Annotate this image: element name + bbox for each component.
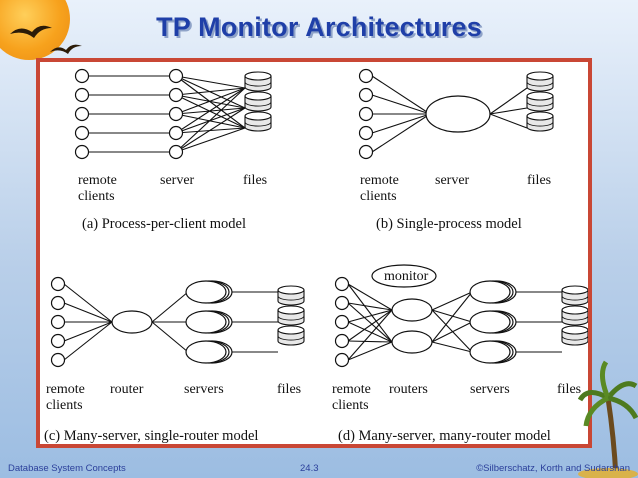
d-clients-label-2: clients (332, 398, 369, 413)
b-client (358, 106, 374, 122)
d-router-0 (391, 298, 433, 322)
b-client (358, 144, 374, 160)
d-routers-label: routers (389, 382, 428, 397)
c-caption: (c) Many-server, single-router model (44, 428, 258, 444)
a-server-0 (168, 68, 184, 84)
footer-page-number: 24.3 (300, 463, 319, 474)
c-file-3 (277, 325, 305, 346)
b-client (358, 87, 374, 103)
c-clients-label-1: remote (46, 382, 85, 397)
c-client (50, 333, 66, 349)
a-client-0 (74, 68, 90, 84)
architecture-diagrams: remote clients server files (a) Process-… (44, 68, 588, 444)
footer-copyright: ©Silberschatz, Korth and Sudarshan (476, 463, 630, 474)
c-server-1 (185, 310, 227, 334)
d-client (334, 314, 350, 330)
d-file-3 (561, 325, 588, 346)
b-file-2 (526, 91, 554, 112)
a-server-3 (168, 125, 184, 141)
c-client (50, 295, 66, 311)
c-client (50, 314, 66, 330)
d-server-0 (469, 280, 511, 304)
c-files-label: files (277, 382, 301, 397)
c-servers-label: servers (184, 382, 224, 397)
a-client-2 (74, 106, 90, 122)
d-monitor (371, 264, 437, 288)
a-server-1 (168, 87, 184, 103)
b-server (425, 95, 491, 133)
bird-icon (10, 25, 52, 38)
a-files-label: files (243, 173, 267, 188)
a-file-1 (244, 71, 272, 92)
c-router (111, 310, 153, 334)
d-clients-label-1: remote (332, 382, 371, 397)
b-clients-label-1: remote (360, 173, 399, 188)
a-caption: (a) Process-per-client model (82, 216, 246, 232)
c-file-1 (277, 285, 305, 306)
d-monitor-label: monitor (384, 269, 429, 284)
diagram-frame: remote clients server files (a) Process-… (36, 58, 592, 448)
b-file-3 (526, 111, 554, 132)
a-client-3 (74, 125, 90, 141)
c-clients-label-2: clients (46, 398, 83, 413)
a-clients-label-2: clients (78, 189, 115, 204)
c-client (50, 276, 66, 292)
a-server-label: server (160, 173, 195, 188)
c-server-2 (185, 340, 227, 364)
d-files-label: files (557, 382, 581, 397)
d-client (334, 295, 350, 311)
d-servers-label: servers (470, 382, 510, 397)
d-file-1 (561, 285, 588, 306)
c-router-label: router (110, 382, 144, 397)
b-client (358, 125, 374, 141)
d-server-2 (469, 340, 511, 364)
d-caption: (d) Many-server, many-router model (338, 428, 551, 444)
b-clients-label-2: clients (360, 189, 397, 204)
b-client (358, 68, 374, 84)
b-caption: (b) Single-process model (376, 216, 522, 232)
d-router-1 (391, 330, 433, 354)
d-server-1 (469, 310, 511, 334)
d-client (334, 333, 350, 349)
a-file-2 (244, 91, 272, 112)
b-file-1 (526, 71, 554, 92)
a-client-4 (74, 144, 90, 160)
c-server-0 (185, 280, 227, 304)
bird-icon (50, 44, 82, 54)
b-server-label: server (435, 173, 470, 188)
b-files-label: files (527, 173, 551, 188)
c-file-2 (277, 305, 305, 326)
d-file-2 (561, 305, 588, 326)
palm-tree-decoration (578, 360, 638, 478)
a-file-3 (244, 111, 272, 132)
a-clients-label-1: remote (78, 173, 117, 188)
d-client (334, 352, 350, 368)
footer-left: Database System Concepts (8, 463, 126, 474)
a-server-4 (168, 144, 184, 160)
a-server-2 (168, 106, 184, 122)
a-client-1 (74, 87, 90, 103)
d-client (334, 276, 350, 292)
c-client (50, 352, 66, 368)
slide-title: TP Monitor Architectures (156, 12, 482, 42)
